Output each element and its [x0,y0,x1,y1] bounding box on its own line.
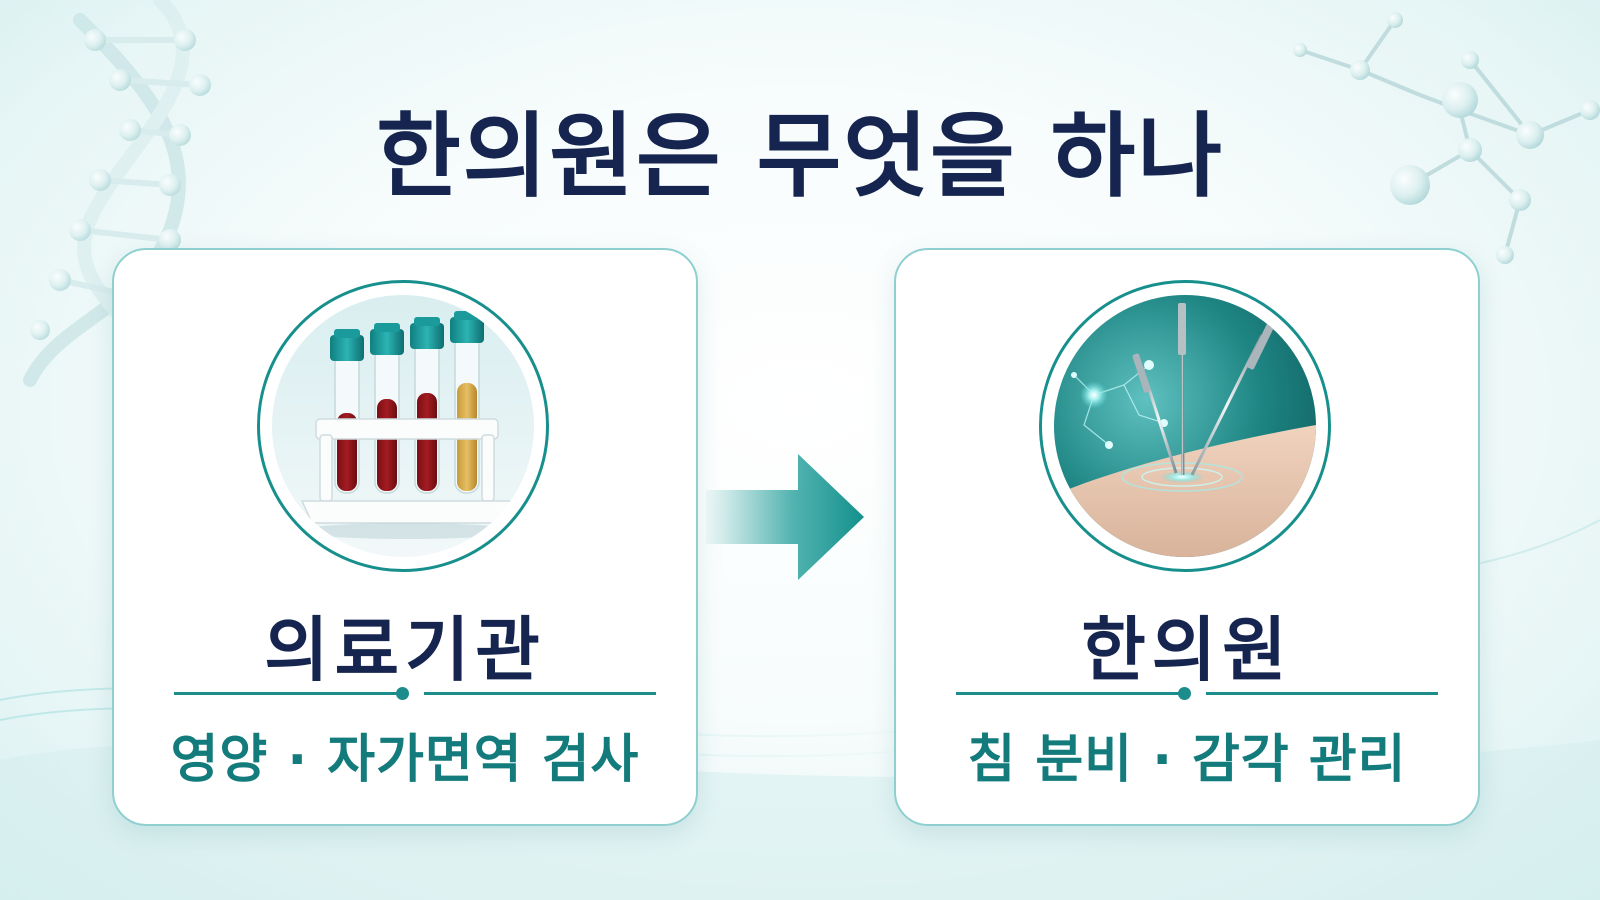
divider-line [1206,692,1438,695]
photo-frame [1039,280,1331,572]
card-medical-institution: 의료기관 영양 · 자가면역 검사 [112,248,698,826]
divider-dot [1178,687,1191,700]
right-arrow-icon [706,454,864,580]
card-subtitle: 영양 · 자가면역 검사 [170,730,640,790]
page-title: 한의원은 무엇을 하나 [376,103,1224,210]
card-subtitle: 침 분비 · 감각 관리 [967,730,1407,790]
divider-dot [396,687,409,700]
card-title: 한의원 [1081,609,1293,691]
acupuncture-needles-image [1054,295,1316,557]
divider-line [956,692,1188,695]
divider-line [174,692,406,695]
photo-frame [257,280,549,572]
divider-line [424,692,656,695]
card-oriental-clinic: 한의원 침 분비 · 감각 관리 [894,248,1480,826]
molecule-icon [1293,12,1600,264]
blood-test-tubes-image [272,295,534,557]
card-title: 의료기관 [264,609,546,691]
